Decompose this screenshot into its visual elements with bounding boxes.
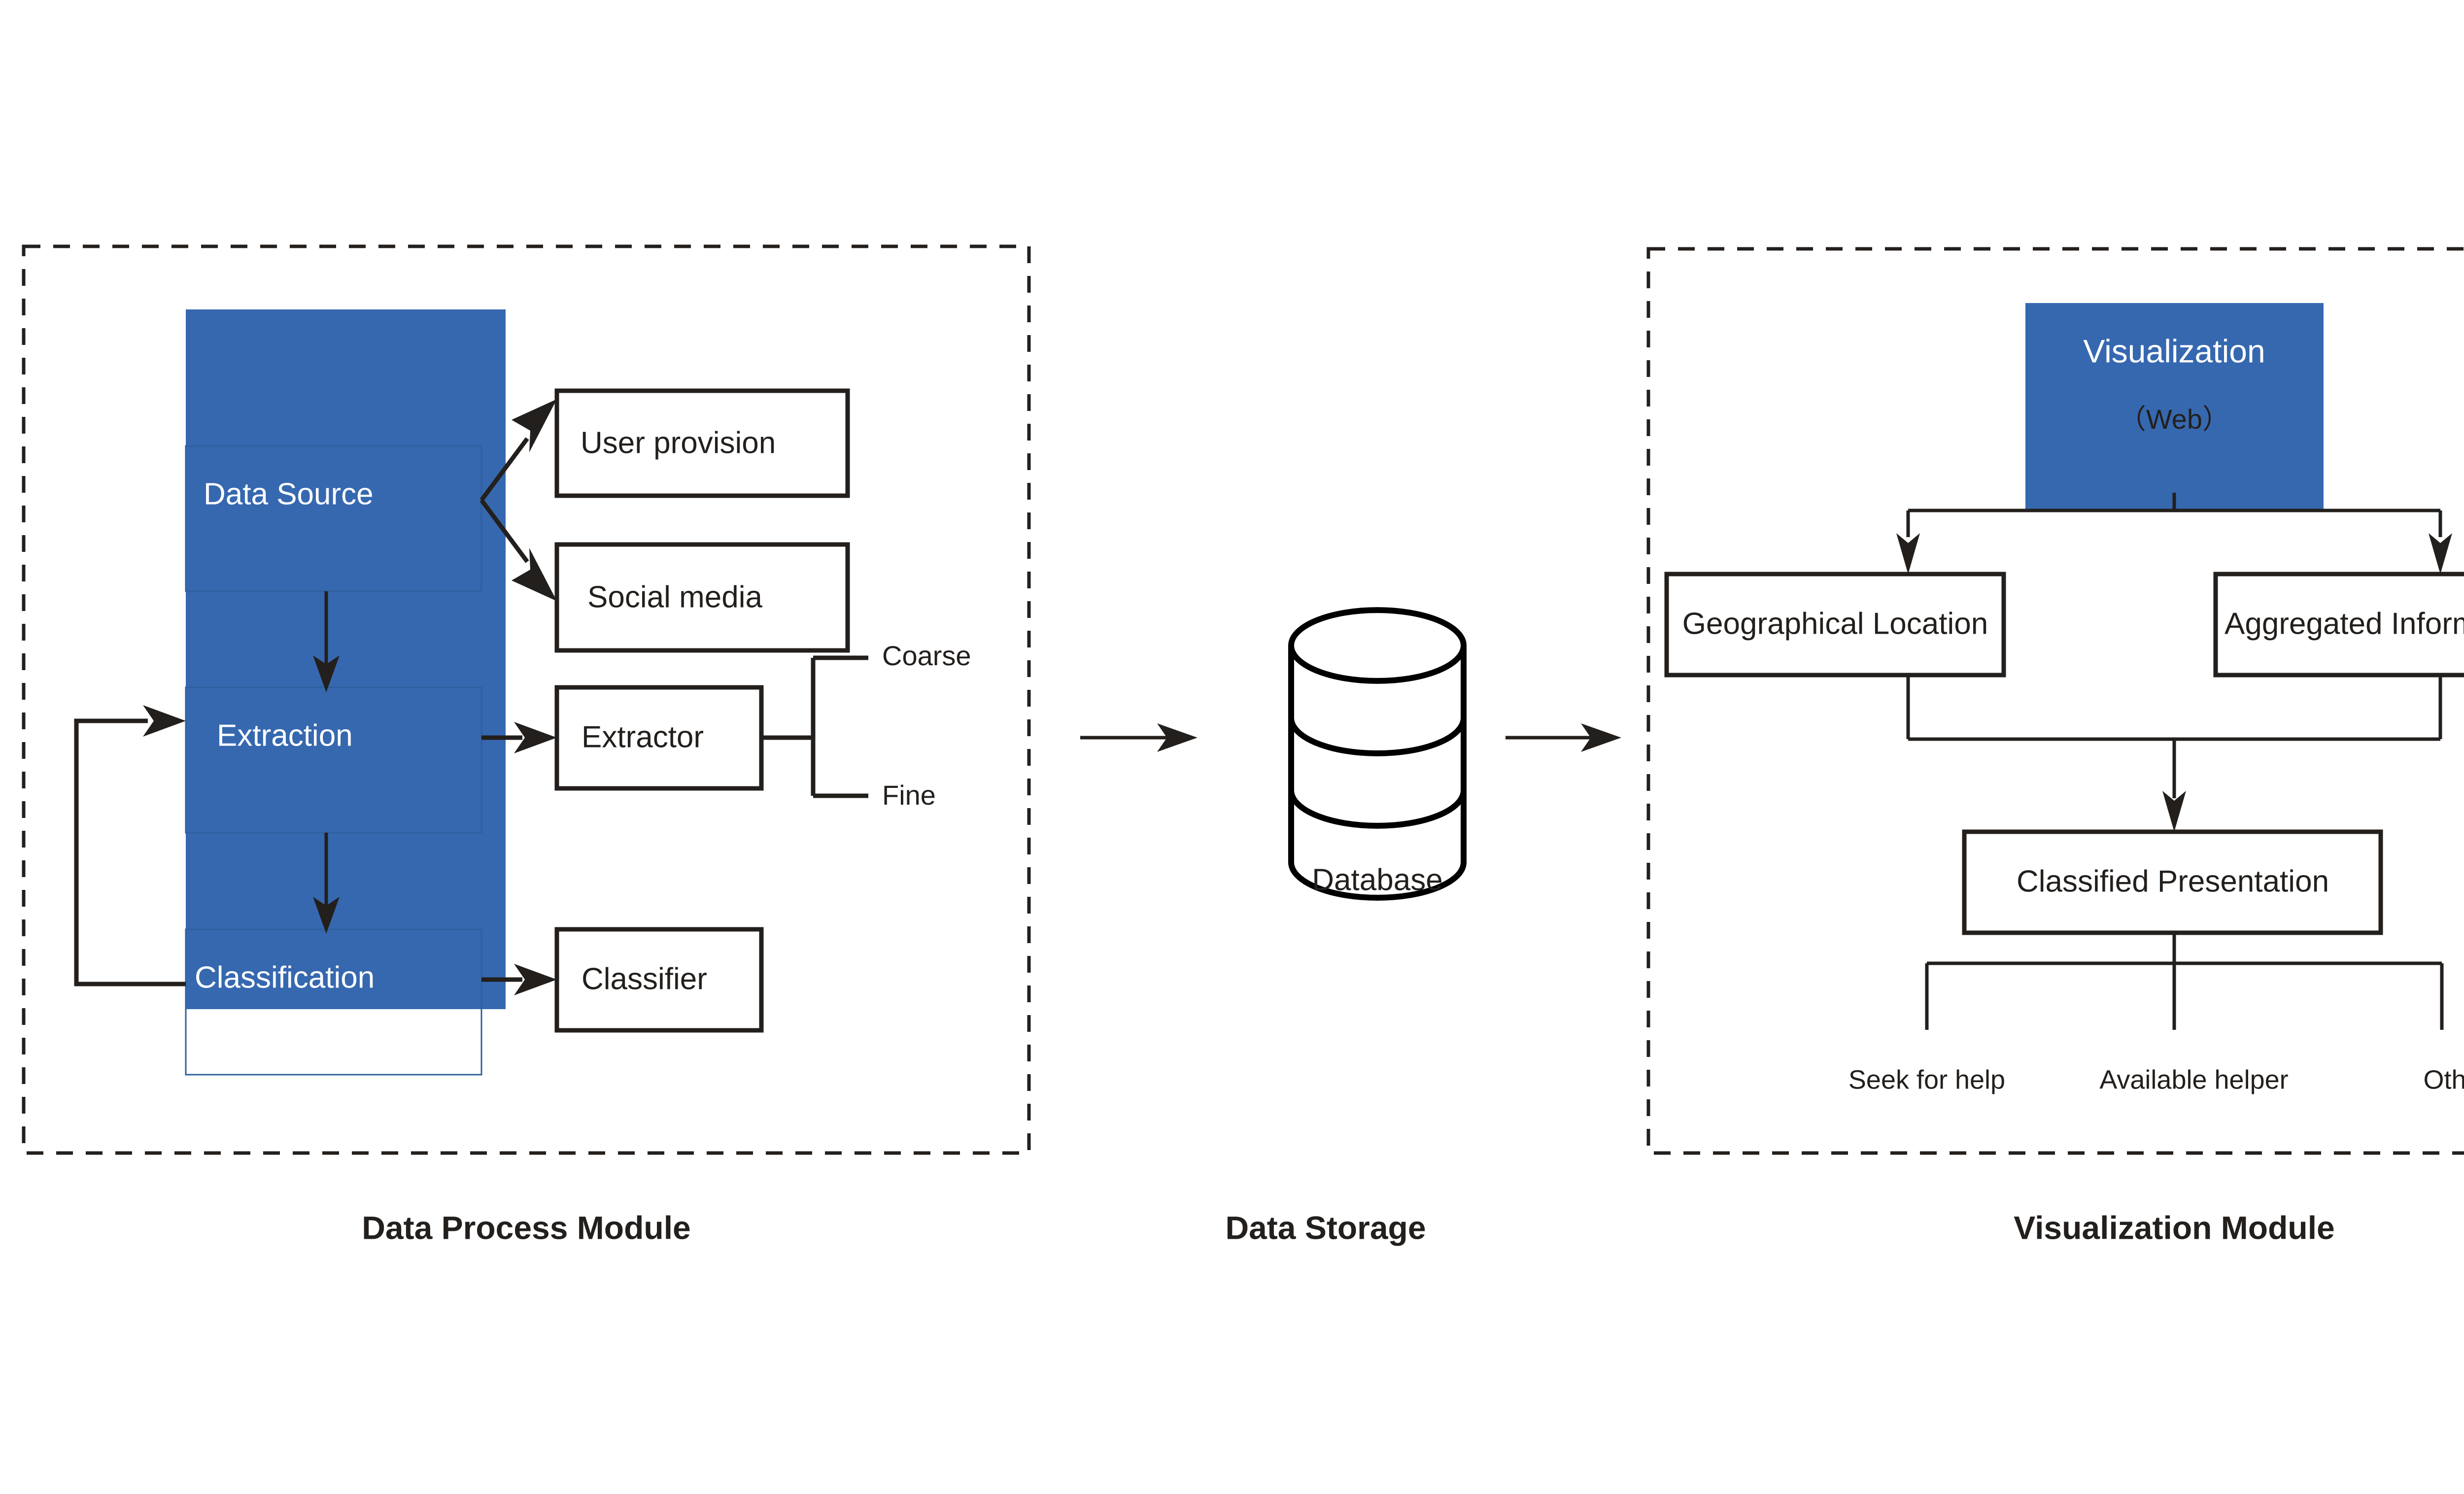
arrow-source-to-social-media-head <box>512 548 557 601</box>
category-label-available-helper: Available helper <box>2099 1065 2288 1094</box>
aggregated-information-box <box>2213 572 2464 678</box>
user-provision-box <box>554 388 850 498</box>
database-cylinder-mid-arc-1 <box>1288 717 1467 756</box>
arrow-storage-to-visualization-head <box>1581 723 1621 752</box>
aggregated-information-label: Aggregated Information <box>2224 607 2464 641</box>
visualization-root-subtitle: （Web） <box>2119 404 2230 435</box>
arrow-to-classified-presentation-head <box>2162 791 2186 832</box>
extraction-label: Extraction <box>217 718 353 752</box>
user-provision-label: User provision <box>581 426 776 460</box>
arrow-source-to-user-provision-line <box>479 437 529 502</box>
feedback-loop-path <box>74 718 186 986</box>
data-process-panel <box>22 244 1031 1155</box>
arrow-extraction-to-classification-head <box>313 897 340 934</box>
classifier-label: Classifier <box>582 962 707 996</box>
pipeline-band <box>186 309 506 1009</box>
arrow-source-to-user-provision-head <box>512 399 557 452</box>
classified-presentation-box <box>1962 829 2383 935</box>
coarse-label: Coarse <box>882 640 971 671</box>
geographical-location-label: Geographical Location <box>1682 607 1988 641</box>
arrow-to-aggregated-information-head <box>2429 533 2452 574</box>
arrow-process-to-storage-head <box>1157 723 1198 752</box>
category-label-seek-for-help: Seek for help <box>1848 1065 2005 1094</box>
social-media-box <box>554 542 850 653</box>
database-label: Database <box>1312 863 1442 897</box>
arrow-source-to-extraction-head <box>313 655 340 692</box>
arrow-extraction-to-extractor-head <box>514 722 557 753</box>
arrow-source-to-social-media-line <box>479 499 529 563</box>
visualization-panel <box>1646 247 2464 1155</box>
classification-label: Classification <box>195 960 375 994</box>
social-media-label: Social media <box>587 580 762 614</box>
visualization-caption: Visualization Module <box>2014 1209 2335 1246</box>
visualization-root-box <box>2025 303 2324 510</box>
classified-presentation-label: Classified Presentation <box>2017 864 2329 898</box>
classification-cell <box>185 928 482 1076</box>
data-storage-caption: Data Storage <box>1225 1209 1426 1246</box>
visualization-root-title: Visualization <box>2083 333 2265 369</box>
geographical-location-box <box>1664 572 2006 678</box>
arrow-to-geographical-location-head <box>1896 533 1920 574</box>
feedback-loop-arrow-head <box>143 705 186 737</box>
fine-label: Fine <box>882 780 936 811</box>
data-process-caption: Data Process Module <box>362 1209 691 1246</box>
extractor-box <box>554 685 764 791</box>
database-cylinder-top-arc <box>1288 645 1467 684</box>
category-label-other: Other <box>2423 1065 2464 1094</box>
classifier-box <box>554 927 764 1033</box>
extractor-label: Extractor <box>582 720 704 754</box>
arrow-classification-to-classifier-head <box>514 964 557 995</box>
data-source-cell <box>185 445 482 592</box>
data-source-label: Data Source <box>204 477 374 511</box>
extraction-cell <box>185 686 482 834</box>
database-cylinder-mid-arc-2 <box>1288 790 1467 829</box>
